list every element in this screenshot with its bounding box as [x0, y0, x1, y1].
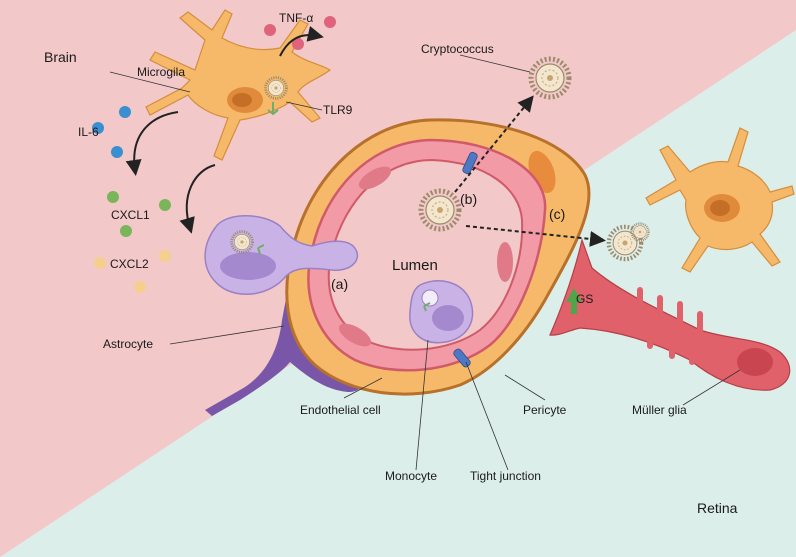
cxcl2-label: CXCL2 — [110, 257, 149, 271]
retina-label: Retina — [697, 500, 738, 516]
lumen — [327, 158, 524, 351]
recruitment-arrow — [179, 164, 216, 234]
brain-label: Brain — [44, 49, 77, 65]
route-b-label: (b) — [460, 191, 477, 207]
tnf-release-arrow — [279, 26, 324, 57]
il6-molecules — [92, 106, 131, 158]
migrating-monocyte — [204, 215, 359, 295]
route-c-arrow — [465, 225, 606, 247]
route-a-label: (a) — [331, 276, 348, 292]
microglia-label: Microgila — [137, 65, 185, 79]
cryptococcus-label: Cryptococcus — [421, 42, 494, 56]
monocyte-cell — [409, 280, 474, 344]
tight-junction-top — [462, 151, 478, 175]
tnf-alpha-label: TNF-α — [279, 11, 313, 25]
cxcl1-label: CXCL1 — [111, 208, 150, 222]
muller-glia-label: Müller glia — [632, 403, 687, 417]
cxcl1-molecules — [107, 191, 171, 237]
tlr9-label: TLR9 — [323, 103, 353, 117]
endothelial-cell-label: Endothelial cell — [300, 403, 381, 417]
cxcl2-molecules — [94, 250, 171, 293]
gs-label: GS — [576, 292, 593, 306]
astrocyte-label: Astrocyte — [103, 337, 153, 351]
gs-up-arrow — [566, 288, 582, 314]
tight-junction-label: Tight junction — [470, 469, 541, 483]
muller-glia-cell — [549, 237, 791, 391]
monocyte-label: Monocyte — [385, 469, 437, 483]
blood-vessel — [285, 118, 591, 396]
il6-release-arrow — [125, 111, 179, 176]
lumen-label: Lumen — [392, 257, 438, 274]
route-b-arrow — [454, 95, 534, 193]
retinal-microglia-cell — [645, 127, 795, 273]
tnf-alpha-molecules — [264, 16, 336, 50]
astrocyte-cell — [205, 272, 363, 416]
route-c-label: (c) — [549, 206, 565, 222]
pericyte-label: Pericyte — [523, 403, 567, 417]
il6-label: IL-6 — [78, 125, 99, 139]
